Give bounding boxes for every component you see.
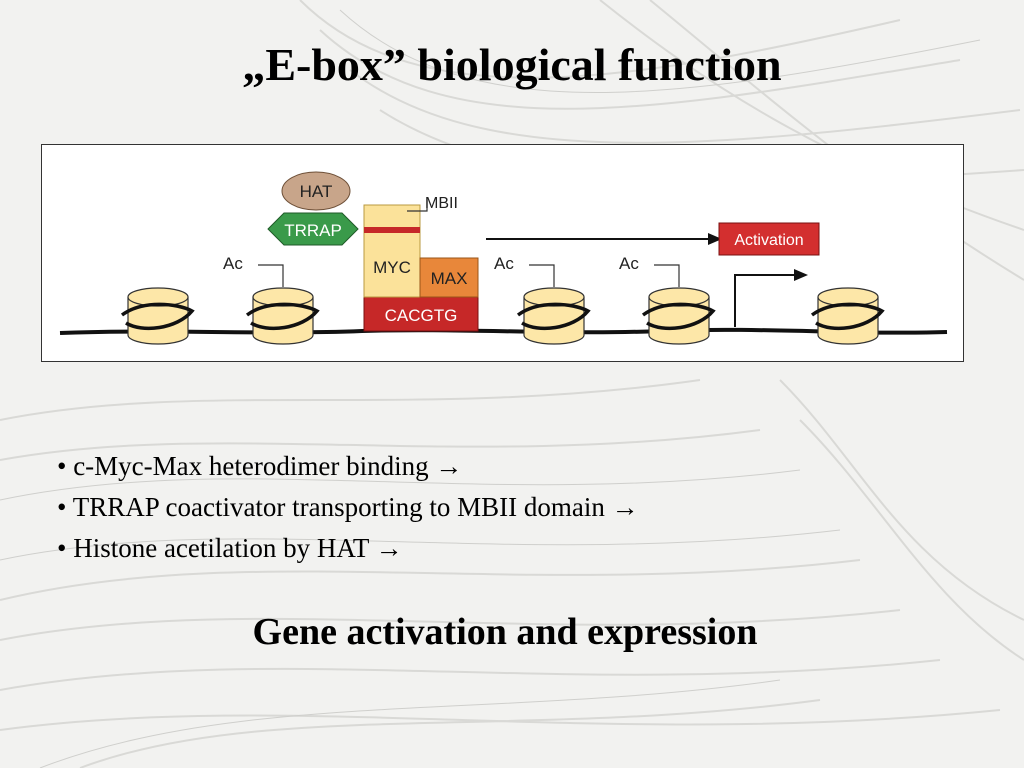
conclusion-text: Gene activation and expression bbox=[252, 611, 758, 653]
max-label: MAX bbox=[431, 269, 468, 288]
acetyl-label: Ac bbox=[494, 254, 514, 273]
bullet-item: • c-Myc-Max heterodimer binding → bbox=[57, 451, 463, 481]
nucleosome bbox=[120, 287, 195, 345]
transcription-start-arrow bbox=[794, 269, 808, 281]
nucleosome bbox=[641, 287, 716, 345]
activation-label: Activation bbox=[734, 232, 803, 249]
acetyl-label: Ac bbox=[223, 254, 243, 273]
arrow-head bbox=[708, 233, 722, 245]
mbii-label: MBII bbox=[425, 195, 458, 212]
nucleosome bbox=[516, 287, 591, 345]
myc-label: MYC bbox=[373, 258, 411, 277]
myc-protein bbox=[363, 204, 421, 298]
bullet-item: • Histone acetilation by HAT → bbox=[57, 533, 403, 563]
trrap-label: TRRAP bbox=[284, 221, 342, 240]
nucleosome bbox=[810, 287, 885, 345]
hat-enzyme bbox=[281, 171, 351, 211]
e-box-diagram: Ac Ac Ac CACGTG MYC MAX MBII TRRAP HAT A… bbox=[41, 144, 964, 362]
mbii-domain bbox=[364, 227, 420, 233]
bullet-item: • TRRAP coactivator transporting to MBII… bbox=[57, 492, 639, 522]
activation-box bbox=[718, 222, 820, 256]
bullet-list: • c-Myc-Max heterodimer binding → • TRRA… bbox=[57, 446, 639, 569]
trrap-protein bbox=[267, 212, 359, 246]
acetyl-label: Ac bbox=[619, 254, 639, 273]
hat-label: HAT bbox=[300, 182, 333, 201]
e-box-label: CACGTG bbox=[385, 306, 458, 325]
slide-title: „E-box” biological function bbox=[242, 39, 782, 90]
nucleosome bbox=[245, 287, 320, 345]
max-protein bbox=[419, 257, 479, 298]
dna-strand bbox=[59, 327, 948, 335]
